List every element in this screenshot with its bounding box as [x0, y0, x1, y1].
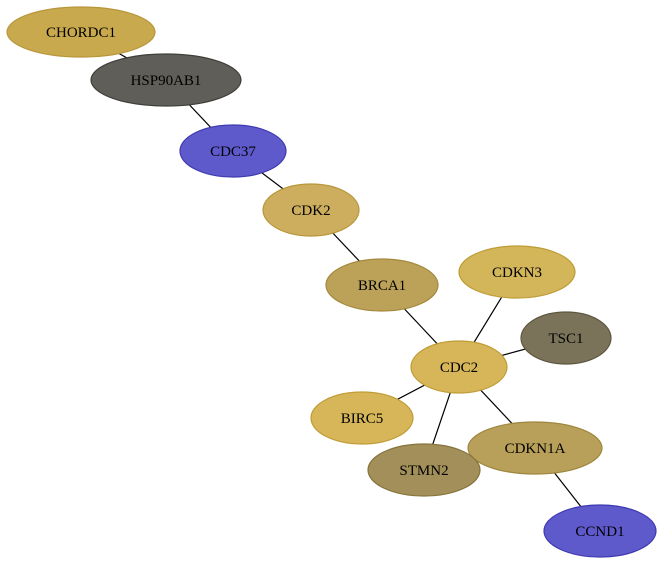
node-shape[interactable] — [262, 183, 360, 237]
node-label: CDKN1A — [505, 441, 566, 457]
node-cdc2[interactable]: CDC2 — [410, 340, 508, 394]
node-label: BIRC5 — [341, 411, 384, 427]
node-label: CDKN3 — [492, 265, 542, 281]
node-hsp90ab1[interactable]: HSP90AB1 — [90, 53, 242, 107]
node-shape[interactable] — [367, 443, 481, 497]
node-birc5[interactable]: BIRC5 — [310, 391, 414, 445]
node-stmn2[interactable]: STMN2 — [367, 443, 481, 497]
node-shape[interactable] — [325, 258, 439, 312]
node-label: CHORDC1 — [46, 25, 116, 41]
node-shape[interactable] — [90, 53, 242, 107]
node-chordc1[interactable]: CHORDC1 — [6, 6, 156, 58]
node-cdkn1a[interactable]: CDKN1A — [467, 421, 603, 475]
node-cdc37[interactable]: CDC37 — [179, 124, 287, 178]
node-shape[interactable] — [179, 124, 287, 178]
node-label: BRCA1 — [358, 278, 406, 294]
node-label: TSC1 — [548, 331, 583, 347]
node-label: HSP90AB1 — [131, 73, 202, 89]
node-label: CCND1 — [575, 524, 624, 540]
node-tsc1[interactable]: TSC1 — [520, 311, 612, 365]
node-shape[interactable] — [467, 421, 603, 475]
node-shape[interactable] — [310, 391, 414, 445]
node-shape[interactable] — [543, 504, 657, 558]
node-shape[interactable] — [458, 245, 576, 299]
node-shape[interactable] — [410, 340, 508, 394]
node-cdkn3[interactable]: CDKN3 — [458, 245, 576, 299]
node-label: CDK2 — [291, 203, 330, 219]
node-shape[interactable] — [6, 6, 156, 58]
node-ccnd1[interactable]: CCND1 — [543, 504, 657, 558]
node-shape[interactable] — [520, 311, 612, 365]
node-cdk2[interactable]: CDK2 — [262, 183, 360, 237]
node-label: CDC2 — [440, 360, 478, 376]
node-label: CDC37 — [210, 144, 256, 160]
node-brca1[interactable]: BRCA1 — [325, 258, 439, 312]
node-label: STMN2 — [399, 463, 448, 479]
